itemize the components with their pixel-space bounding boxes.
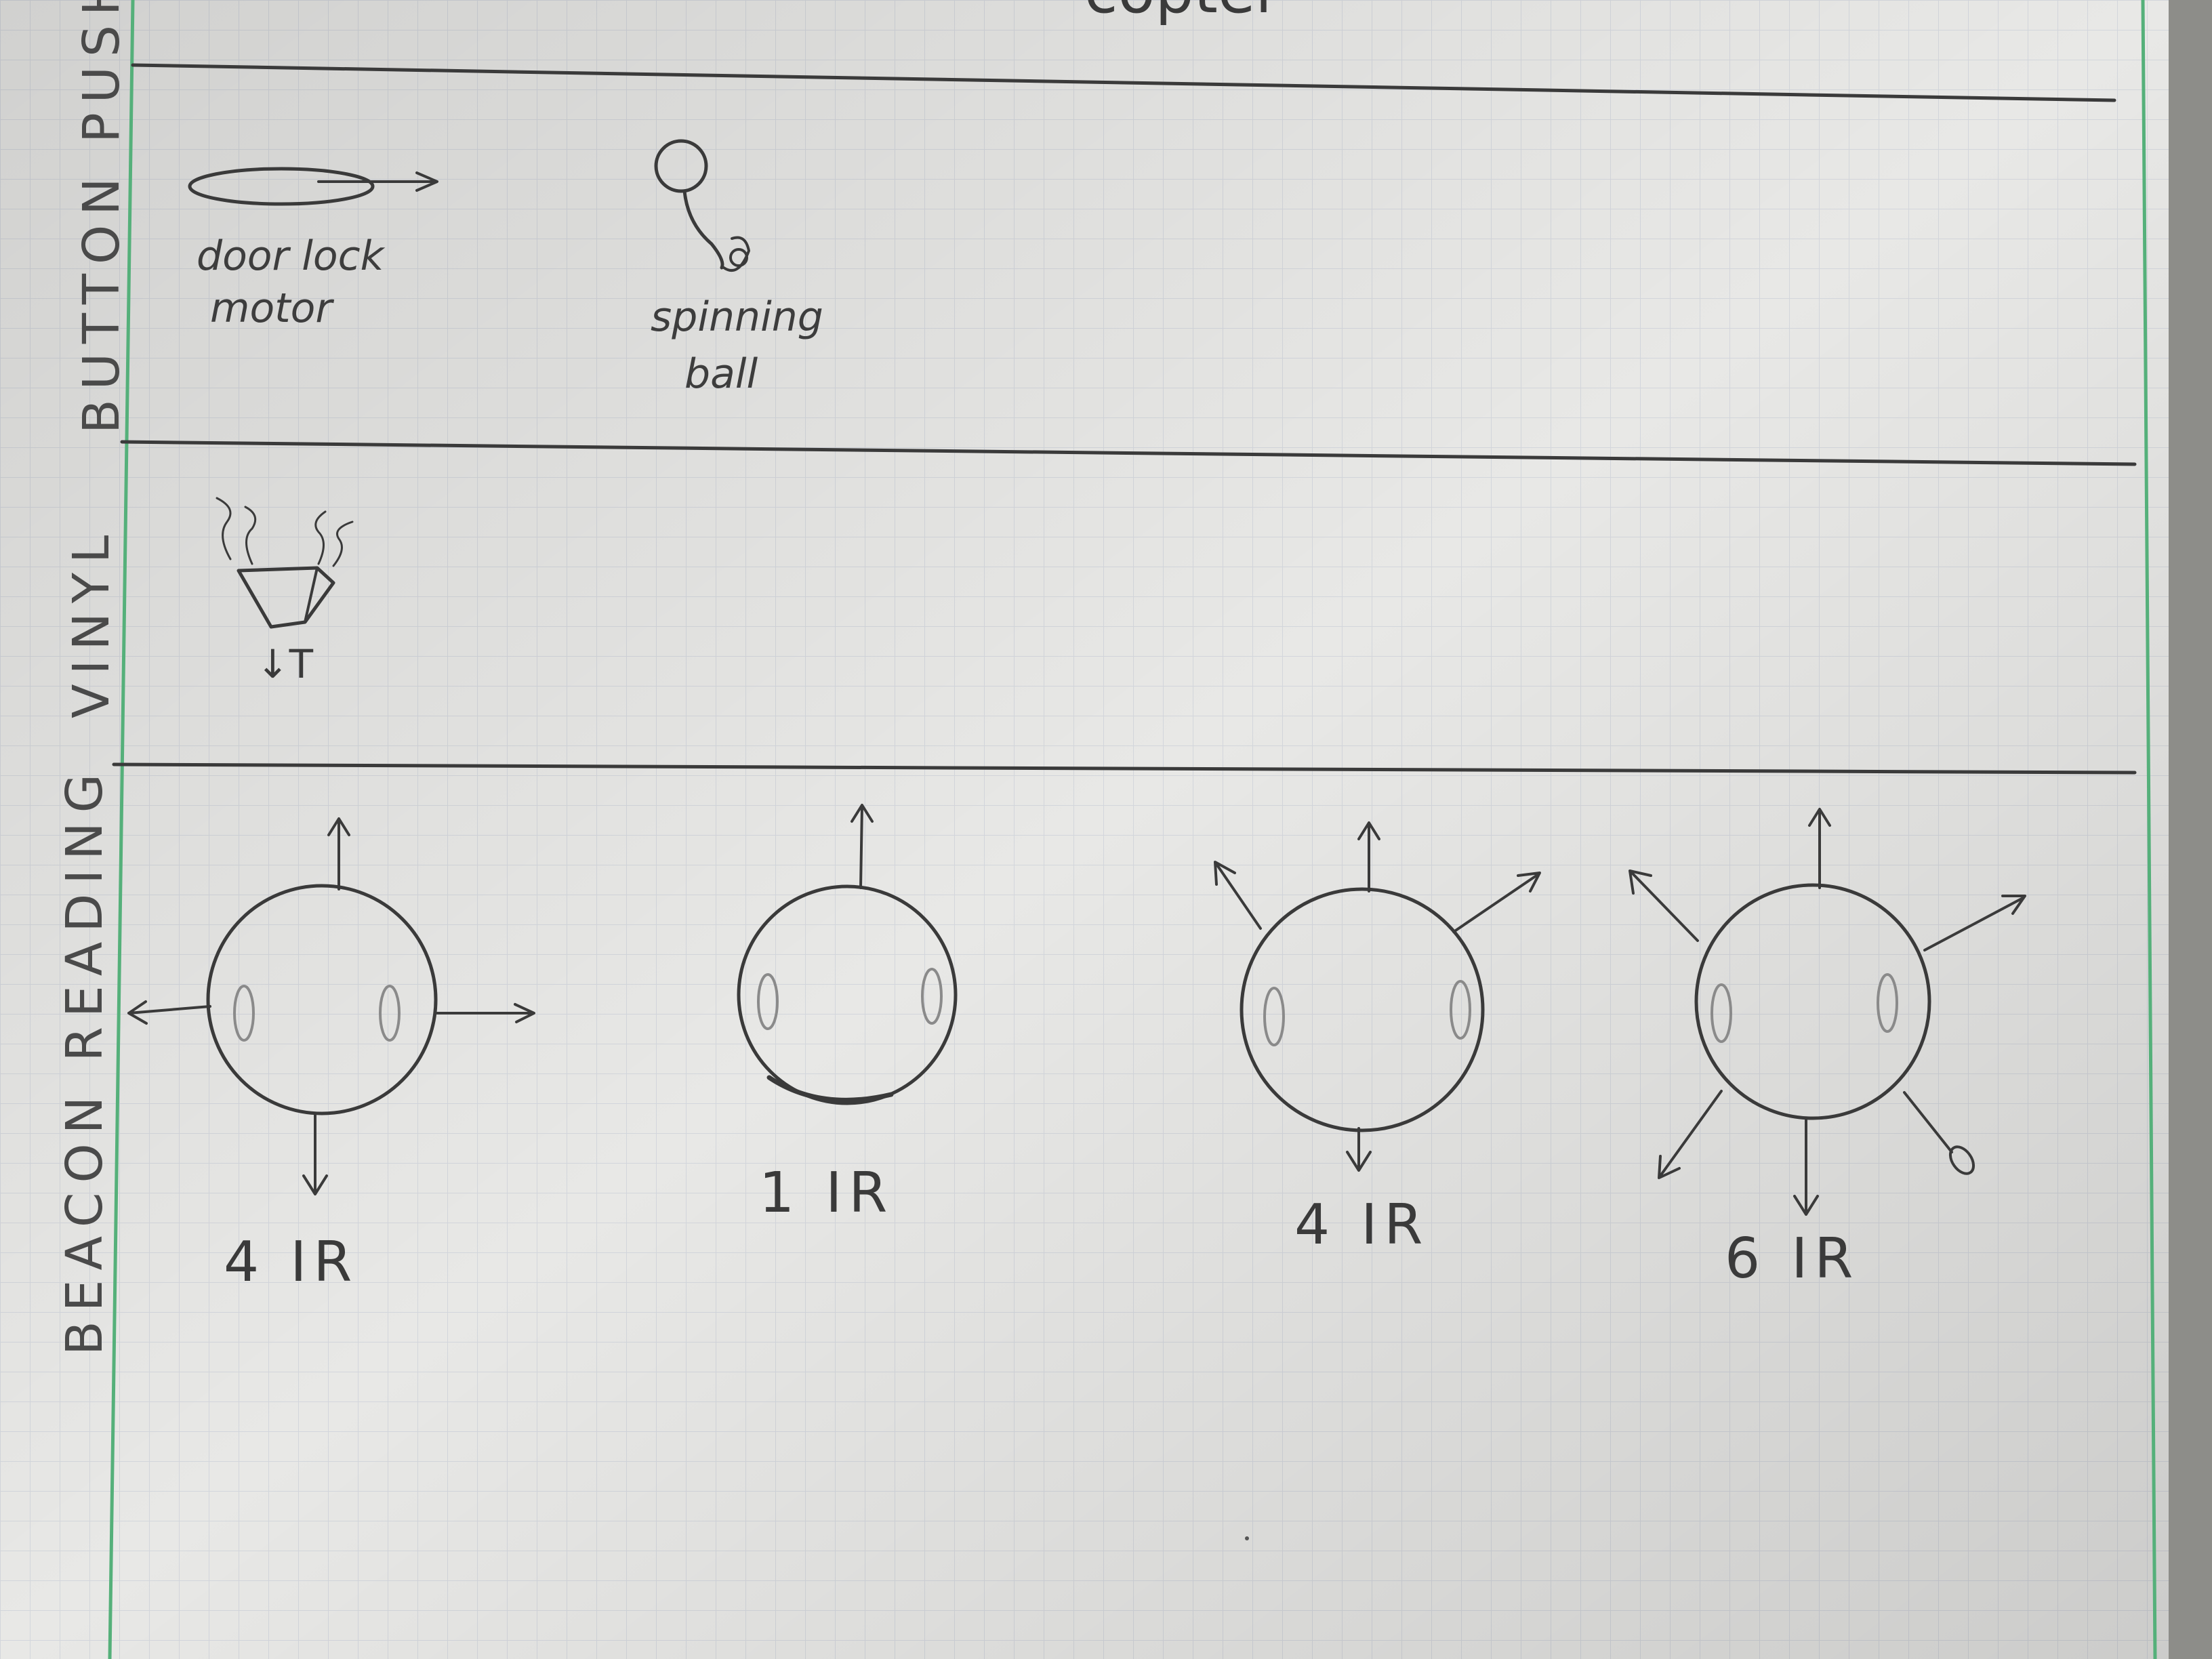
section-label-button-push: BUTTON PUSH (73, 0, 131, 434)
beacon-3-body (1240, 887, 1485, 1132)
beacon-1-eye-right (379, 985, 401, 1042)
beacon-3-eye-right (1450, 980, 1471, 1040)
vinyl-cup-sketch (216, 497, 354, 629)
beacon-1-sketch (127, 817, 535, 1195)
beacon-4-body (1694, 883, 1931, 1120)
beacon-3-sketch (1214, 821, 1541, 1172)
beacon-2-body (737, 884, 958, 1105)
header-partial-text: copter (1084, 0, 1280, 27)
door-lock-motor-sketch (188, 167, 438, 206)
beacon-1-caption: 4 IR (224, 1230, 359, 1294)
beacon-2-eye-left (757, 973, 779, 1030)
beacon-4-caption: 6 IR (1725, 1227, 1860, 1291)
margin-line-right (2141, 0, 2157, 1659)
beacon-1-body (206, 884, 438, 1115)
beacon-3-caption: 4 IR (1294, 1193, 1429, 1257)
spinning-ball-sketch (654, 139, 750, 272)
beacon-2-sketch (737, 804, 958, 1105)
door-lock-motor-caption-line-2: motor (210, 285, 334, 332)
stray-dot (1245, 1536, 1249, 1540)
section-label-vinyl: VINYL (62, 526, 121, 718)
beacon-2-eye-right (921, 968, 943, 1025)
beacon-1-eye-left (233, 985, 255, 1042)
spinning-ball-caption-line-2: ball (684, 350, 758, 398)
divider-line-2 (120, 440, 2137, 466)
vinyl-caption: ↓T (256, 641, 314, 687)
divider-line-3 (112, 762, 2137, 775)
beacon-2-caption: 1 IR (759, 1161, 894, 1225)
margin-line-left (108, 0, 135, 1659)
spinning-ball-caption-line-1: spinning (651, 293, 823, 341)
divider-line-1 (131, 63, 2116, 102)
beacon-4-eye-right (1877, 973, 1898, 1033)
beacon-3-eye-left (1263, 987, 1285, 1046)
door-lock-motor-caption-line-1: door lock (197, 232, 386, 280)
beacon-4-eye-left (1711, 983, 1732, 1043)
section-label-beacon-reading: BEACON READING (56, 764, 114, 1355)
beacon-4-sketch (1629, 808, 2026, 1216)
